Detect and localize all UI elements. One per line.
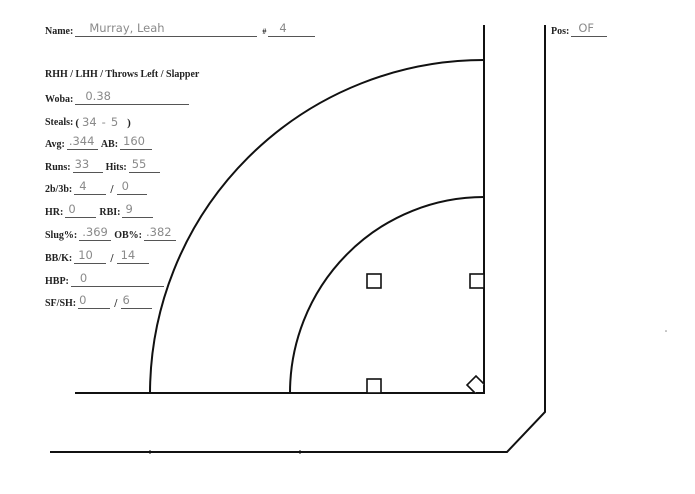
steals-open-paren: (: [75, 117, 80, 129]
outer-boundary-line: [50, 25, 546, 453]
runs-label: Runs:: [45, 162, 71, 173]
avg-label: Avg:: [45, 139, 65, 150]
ab-field[interactable]: 160: [120, 135, 153, 150]
name-field[interactable]: Murray, Leah: [75, 22, 258, 37]
bb-k-label: BB/K:: [45, 253, 73, 264]
steals-separator: -: [101, 115, 106, 129]
steals-caught-field[interactable]: 5: [110, 115, 119, 129]
hr-rbi-row: HR: 0 RBI: 9: [45, 203, 156, 219]
second-base: [366, 273, 382, 289]
doubles-field[interactable]: 4: [74, 180, 107, 195]
slug-ob-row: Slug%: .369 OB%: .382: [45, 226, 179, 242]
doubles-triples-row: 2b/3b: 4 / 0: [45, 180, 150, 196]
position-row: Pos: OF: [551, 22, 610, 38]
ob-field[interactable]: .382: [144, 226, 177, 241]
ob-label: OB%:: [114, 230, 143, 241]
woba-field[interactable]: 0.38: [75, 90, 190, 105]
ab-label: AB:: [100, 139, 119, 150]
woba-row: Woba: 0.38: [45, 90, 192, 106]
slug-field[interactable]: .369: [79, 226, 112, 241]
triples-field[interactable]: 0: [116, 180, 147, 195]
position-field[interactable]: OF: [571, 22, 608, 37]
hbp-row: HBP: 0: [45, 272, 167, 288]
runs-hits-row: Runs: 33 Hits: 55: [45, 158, 163, 174]
first-base: [469, 273, 485, 289]
k-field[interactable]: 14: [116, 249, 149, 264]
doubles-triples-label: 2b/3b:: [45, 184, 73, 195]
runs-field[interactable]: 33: [72, 158, 103, 173]
bb-field[interactable]: 10: [74, 249, 107, 264]
rbi-label: RBI:: [99, 207, 121, 218]
position-label: Pos:: [551, 26, 570, 37]
number-label: #: [262, 27, 267, 36]
hbp-label: HBP:: [45, 276, 69, 287]
rbi-field[interactable]: 9: [122, 203, 154, 218]
batting-info: RHH / LHH / Throws Left / Slapper: [45, 69, 200, 80]
woba-label: Woba:: [45, 94, 74, 105]
sh-field[interactable]: 6: [120, 294, 152, 309]
steals-close-paren: ): [127, 117, 131, 129]
hits-field[interactable]: 55: [128, 158, 160, 173]
name-row: Name: Murray, Leah # 4: [45, 22, 318, 38]
sf-sh-slash: /: [114, 298, 118, 309]
home-plate: [465, 374, 485, 394]
doubles-triples-slash: /: [110, 184, 114, 195]
sf-sh-label: SF/SH:: [45, 298, 77, 309]
hits-label: Hits:: [105, 162, 127, 173]
sf-sh-row: SF/SH: 0 / 6: [45, 294, 155, 310]
slug-label: Slug%:: [45, 230, 78, 241]
infield-arc: [289, 196, 485, 394]
third-base: [366, 378, 382, 394]
outfield-fence-arc: [149, 59, 485, 394]
sf-field[interactable]: 0: [78, 294, 111, 309]
steals-row: Steals: ( 34 - 5 ): [45, 113, 131, 130]
name-label: Name:: [45, 26, 74, 37]
steals-success-field[interactable]: 34: [82, 115, 97, 129]
hr-field[interactable]: 0: [65, 203, 97, 218]
hbp-field[interactable]: 0: [70, 272, 164, 287]
bb-k-slash: /: [110, 253, 114, 264]
steals-label: Steals:: [45, 117, 74, 128]
number-field[interactable]: 4: [268, 22, 316, 37]
avg-ab-row: Avg: .344 AB: 160: [45, 135, 155, 151]
bb-k-row: BB/K: 10 / 14: [45, 249, 152, 265]
hr-label: HR:: [45, 207, 64, 218]
avg-field[interactable]: .344: [66, 135, 98, 150]
